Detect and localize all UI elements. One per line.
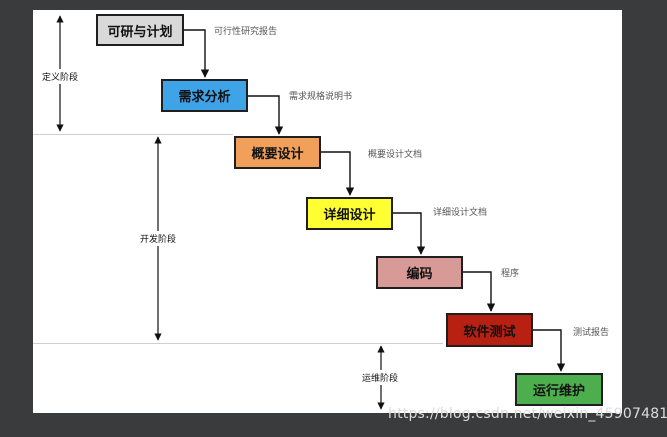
phase-divider-develop-operate: [33, 343, 443, 344]
output-program: 程序: [501, 269, 520, 279]
phase-label-define: 定义阶段: [42, 69, 79, 84]
phase-label-operate: 运维阶段: [362, 370, 399, 385]
stage-operation-maintenance: 运行维护: [515, 373, 603, 406]
watermark-url: https://blog.csdn.net/weixin_45907481: [388, 406, 667, 422]
stage-coding: 编码: [376, 256, 463, 289]
output-high-level-design-doc: 概要设计文档: [368, 150, 423, 160]
stage-high-level-design: 概要设计: [234, 136, 321, 169]
phase-divider-define-develop: [33, 134, 233, 135]
output-feasibility-report: 可行性研究报告: [214, 27, 278, 37]
stage-feasibility-planning: 可研与计划: [96, 14, 184, 46]
stage-testing: 软件测试: [446, 313, 533, 347]
stage-requirements-analysis: 需求分析: [161, 79, 248, 112]
output-test-report: 测试报告: [573, 328, 610, 338]
stage-detailed-design: 详细设计: [306, 197, 393, 230]
output-detailed-design-doc: 详细设计文档: [433, 208, 488, 218]
output-requirements-spec: 需求规格说明书: [289, 92, 353, 102]
phase-label-develop: 开发阶段: [140, 231, 177, 246]
